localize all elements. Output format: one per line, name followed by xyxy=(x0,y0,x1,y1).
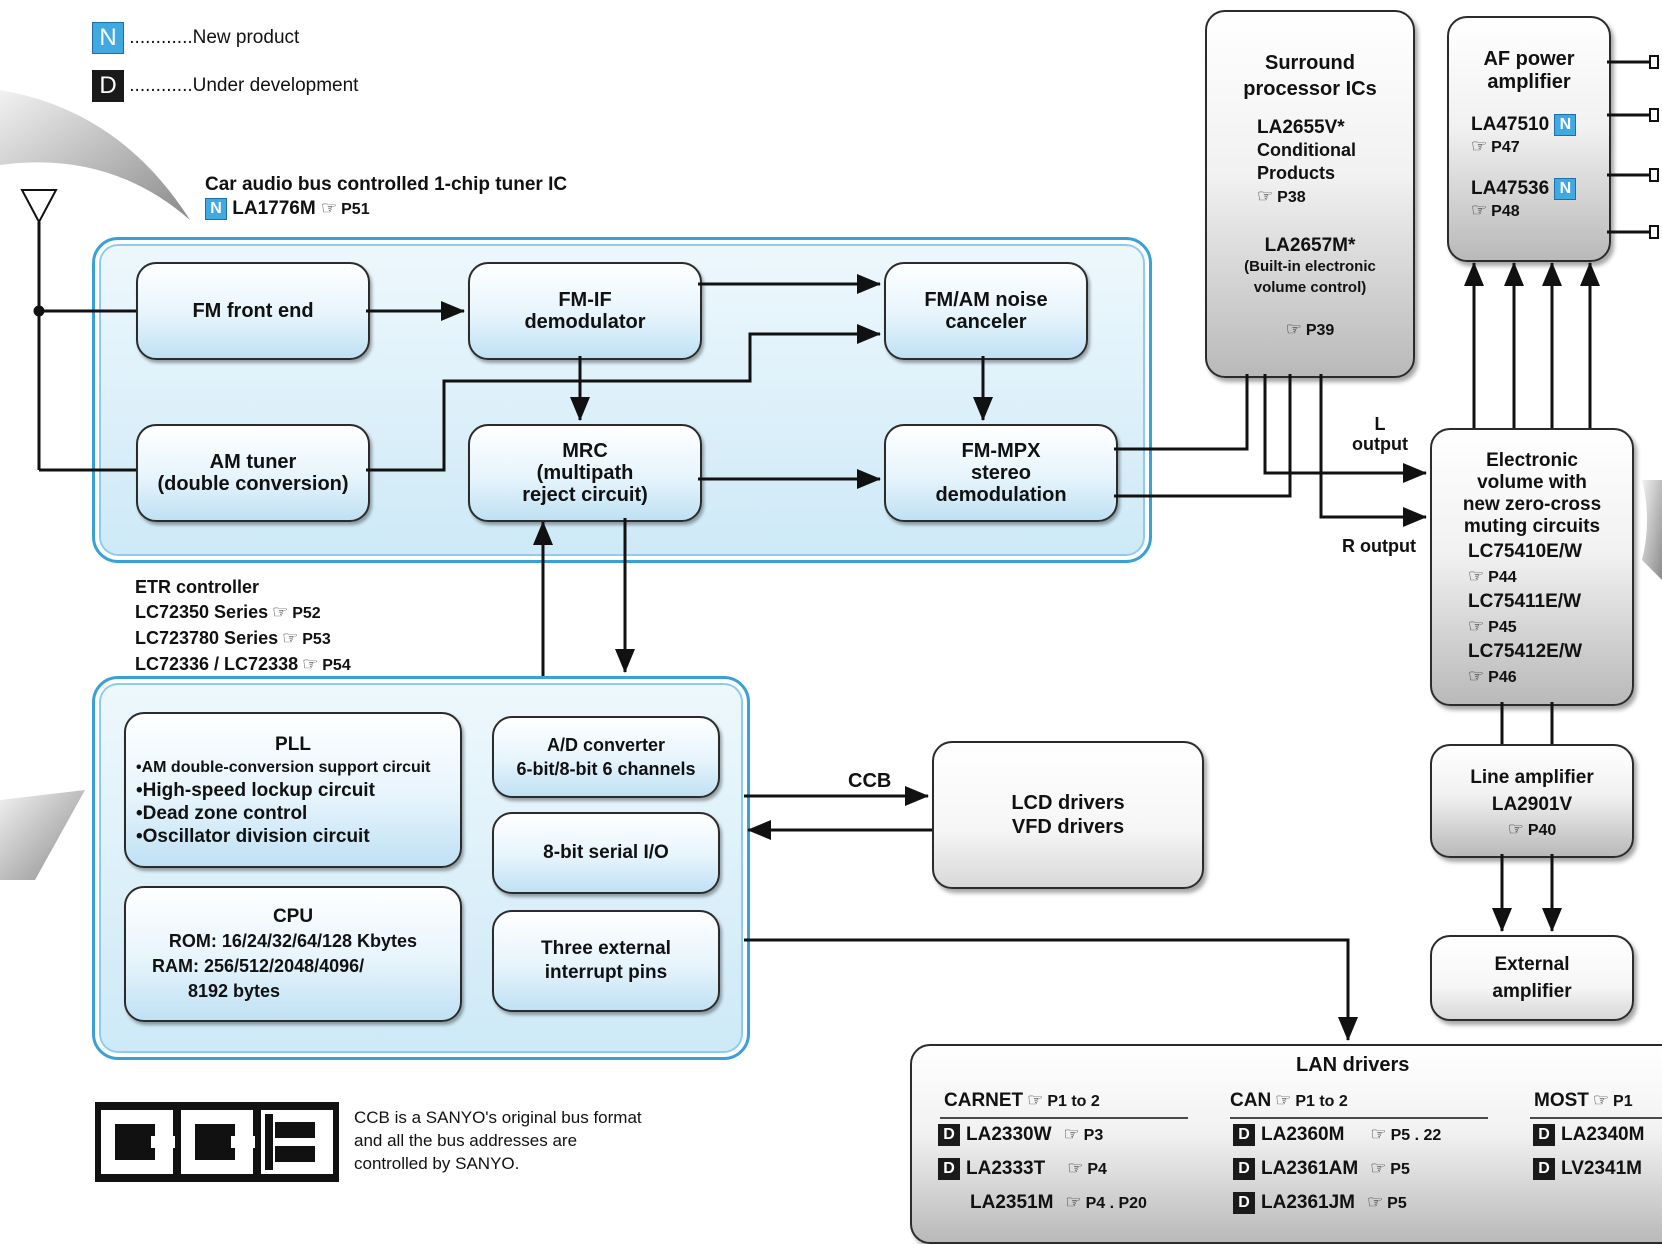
lan-item: DLA2360MP5 . 22 xyxy=(1233,1124,1441,1146)
legend-dev-label: ............Under development xyxy=(129,75,359,97)
new-badge: N xyxy=(1554,114,1577,136)
callout-top-left xyxy=(0,90,190,220)
lan-drivers: LAN drivers xyxy=(910,1044,1662,1244)
under-development-badge: D xyxy=(92,70,124,102)
new-badge: N xyxy=(205,198,227,220)
new-badge: N xyxy=(1554,178,1577,200)
ccb-logo xyxy=(95,1102,339,1182)
etr-label: ETR controller LC72350 SeriesP52 LC72378… xyxy=(135,575,351,678)
af-power-amplifier: AF power amplifier LA47510 N P47 LA47536… xyxy=(1447,16,1611,262)
lan-item: DLA2333TP4 xyxy=(938,1158,1107,1180)
am-tuner: AM tuner(double conversion) xyxy=(136,424,370,522)
callout-right xyxy=(1642,480,1662,580)
callout-bottom-left xyxy=(0,790,85,880)
ccb-logo-graphic xyxy=(101,1110,333,1174)
lan-item: LA2351MP4 . P20 xyxy=(970,1192,1147,1214)
most-header: MOSTP1 xyxy=(1534,1090,1633,1112)
lan-item: DLA2361AMP5 xyxy=(1233,1158,1410,1180)
tuner-title: Car audio bus controlled 1-chip tuner IC xyxy=(205,174,568,195)
surround-processor: Surround processor ICs LA2655V* Conditio… xyxy=(1205,10,1415,378)
legend: N ............New product D ............… xyxy=(92,22,358,108)
serial-io: 8-bit serial I/O xyxy=(492,812,720,894)
lan-item: DLA2330WP3 xyxy=(938,1124,1103,1146)
lan-item: DLA2361JMP5 xyxy=(1233,1192,1407,1214)
r-output-label: R output xyxy=(1342,536,1416,556)
ccb-description: CCB is a SANYO's original bus format and… xyxy=(354,1108,642,1173)
ccb-label: CCB xyxy=(848,770,892,792)
legend-new-label: ............New product xyxy=(129,27,300,49)
pll-block: PLL •AM double-conversion support circui… xyxy=(124,712,462,868)
line-amplifier: Line amplifier LA2901V P40 xyxy=(1430,744,1634,858)
cpu-block: CPU ROM: 16/24/32/64/128 Kbytes RAM: 256… xyxy=(124,886,462,1022)
carnet-header: CARNETP1 to 2 xyxy=(944,1090,1100,1112)
fm-front-end: FM front end xyxy=(136,262,370,360)
tuner-part: N LA1776M P51 xyxy=(205,198,370,220)
can-header: CANP1 to 2 xyxy=(1230,1090,1348,1112)
new-product-badge: N xyxy=(92,22,124,54)
